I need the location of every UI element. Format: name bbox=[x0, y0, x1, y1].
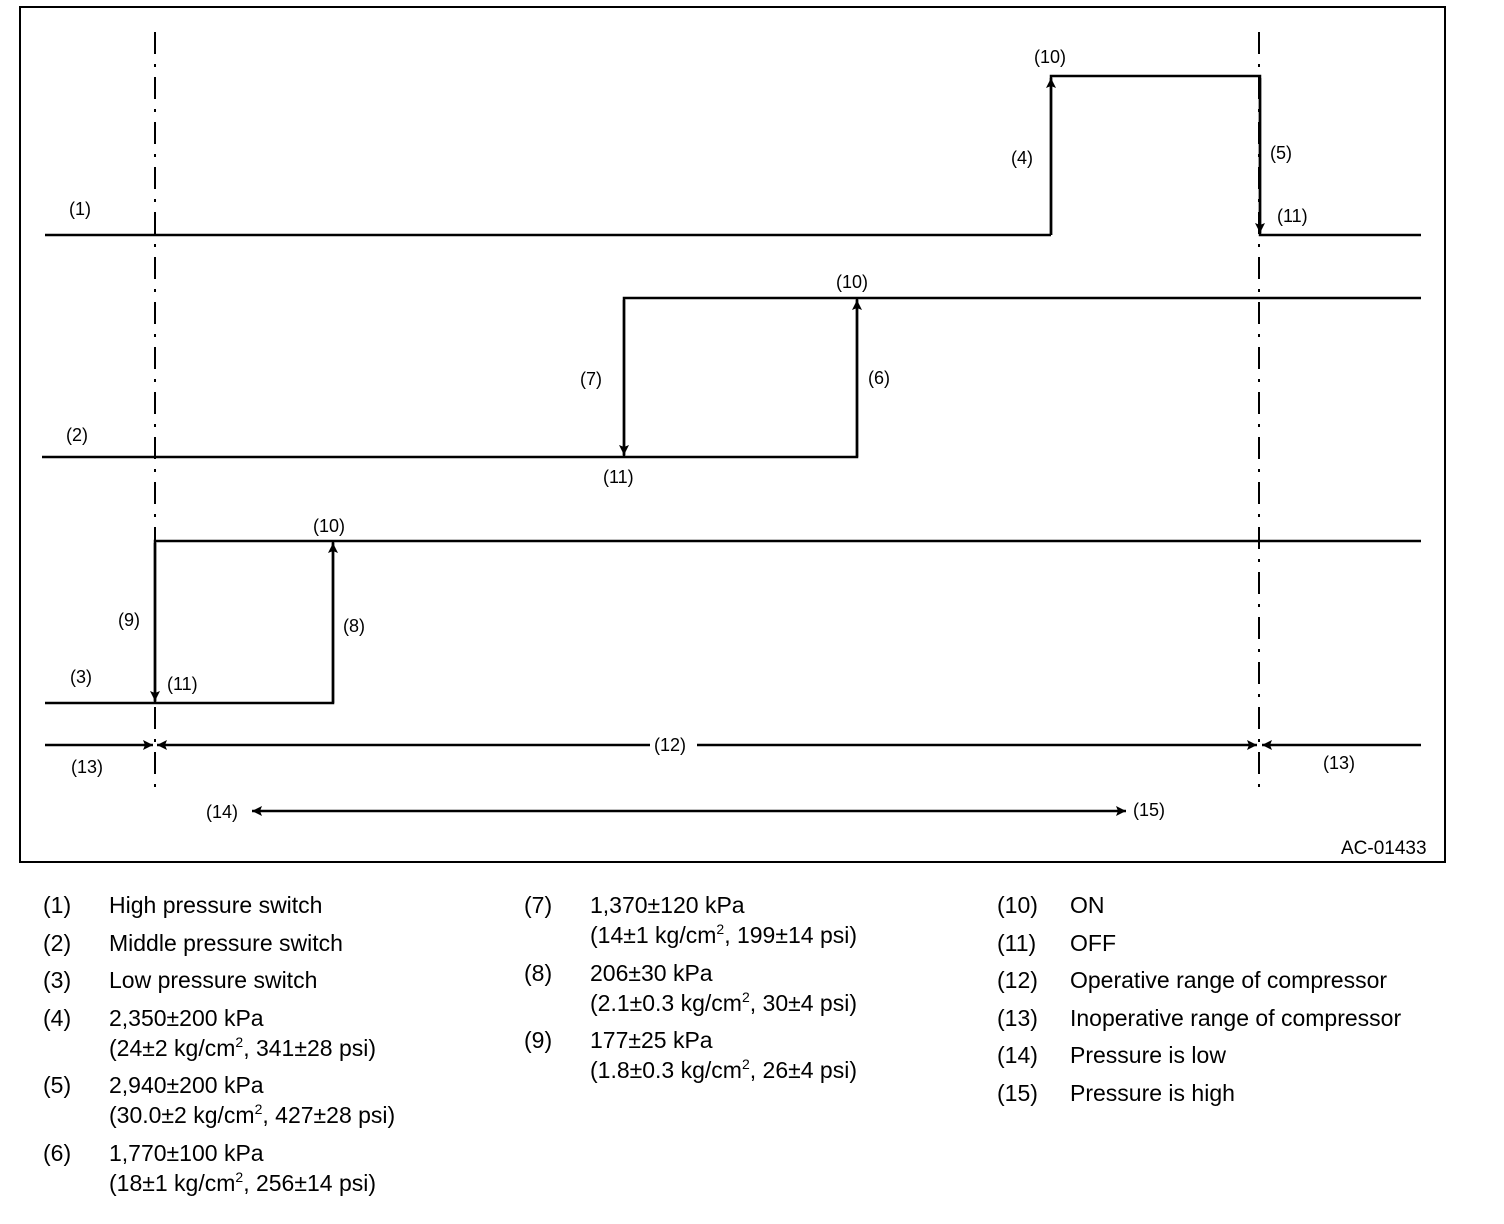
legend-text: OFF bbox=[1070, 929, 1116, 956]
label-15: (15) bbox=[1133, 800, 1165, 820]
legend-number: (13) bbox=[997, 1004, 1038, 1031]
legend-text: Pressure is low bbox=[1070, 1042, 1226, 1068]
legend-item: (3) Low pressure switch bbox=[43, 965, 473, 995]
legend-item: (12) Operative range of compressor bbox=[997, 965, 1477, 995]
label-2: (2) bbox=[66, 425, 88, 445]
legend-pressure-conversion: (30.0±2 kg/cm2, 427±28 psi) bbox=[109, 1101, 396, 1128]
legend-pressure-kpa: 2,350±200 kPa bbox=[109, 1004, 264, 1031]
legend-number: (10) bbox=[997, 892, 1038, 918]
legend-text: Operative range of compressor bbox=[1070, 967, 1388, 993]
figure-code: AC-01433 bbox=[1341, 838, 1427, 859]
label-3: (3) bbox=[70, 667, 92, 687]
legend-item: (8) 206±30 kPa (2.1±0.3 kg/cm2, 30±4 psi… bbox=[524, 958, 964, 1018]
legend-number: (2) bbox=[43, 929, 72, 956]
middle-switch-line bbox=[42, 296, 1421, 459]
label-7: (7) bbox=[580, 369, 602, 389]
legend-item: (10) ON bbox=[997, 890, 1477, 920]
diagram-frame bbox=[19, 6, 1446, 863]
legend-number: (1) bbox=[43, 892, 72, 918]
legend-pressure-conversion: (18±1 kg/cm2, 256±14 psi) bbox=[109, 1168, 376, 1196]
legend-pressure-kpa: 1,770±100 kPa bbox=[109, 1139, 264, 1166]
label-10-middle: (10) bbox=[836, 272, 868, 292]
legend-item: (1) High pressure switch bbox=[43, 890, 473, 920]
legend-number: (8) bbox=[524, 959, 553, 986]
legend-item: (11) OFF bbox=[997, 928, 1477, 958]
legend-text: ON bbox=[1070, 892, 1105, 918]
legend-text: 1,370±120 kPa (14±1 kg/cm2, 199±14 psi) bbox=[590, 890, 964, 950]
label-6: (6) bbox=[868, 368, 890, 388]
label-14: (14) bbox=[206, 802, 238, 822]
legend-item: (5) 2,940±200 kPa (30.0±2 kg/cm2, 427±28… bbox=[43, 1070, 473, 1130]
legend-item: (14) Pressure is low bbox=[997, 1040, 1477, 1070]
legend-text: 177±25 kPa (1.8±0.3 kg/cm2, 26±4 psi) bbox=[590, 1025, 964, 1085]
label-11-low: (11) bbox=[167, 674, 198, 694]
label-13-right: (13) bbox=[1323, 753, 1355, 773]
label-4: (4) bbox=[1011, 148, 1033, 168]
legend-pressure-conversion: (1.8±0.3 kg/cm2, 26±4 psi) bbox=[590, 1056, 857, 1083]
legend-text: High pressure switch bbox=[109, 892, 323, 918]
legend-item: (9) 177±25 kPa (1.8±0.3 kg/cm2, 26±4 psi… bbox=[524, 1025, 964, 1085]
label-5: (5) bbox=[1270, 143, 1292, 163]
legend-number: (3) bbox=[43, 967, 72, 993]
legend-pressure-kpa: 177±25 kPa bbox=[590, 1027, 713, 1053]
legend-item: (6) 1,770±100 kPa (18±1 kg/cm2, 256±14 p… bbox=[43, 1138, 473, 1198]
legend-pressure-kpa: 2,940±200 kPa bbox=[109, 1072, 264, 1098]
legend-item: (15) Pressure is high bbox=[997, 1078, 1477, 1108]
legend-number: (14) bbox=[997, 1042, 1038, 1068]
legend-pressure-conversion: (2.1±0.3 kg/cm2, 30±4 psi) bbox=[590, 988, 857, 1016]
legend-text: 206±30 kPa (2.1±0.3 kg/cm2, 30±4 psi) bbox=[590, 958, 964, 1018]
legend-text: 2,940±200 kPa (30.0±2 kg/cm2, 427±28 psi… bbox=[109, 1070, 473, 1130]
legend-text: Inoperative range of compressor bbox=[1070, 1004, 1402, 1031]
legend-number: (4) bbox=[43, 1004, 72, 1031]
label-8: (8) bbox=[343, 616, 365, 636]
pressure-switch-diagram: (1) (2) (3) (4) (5) (6) (7) (8) (9) (10)… bbox=[19, 6, 1446, 863]
legend-pressure-conversion: (14±1 kg/cm2, 199±14 psi) bbox=[590, 921, 857, 948]
legend-text: 1,770±100 kPa (18±1 kg/cm2, 256±14 psi) bbox=[109, 1138, 473, 1198]
legend-text: Middle pressure switch bbox=[109, 929, 343, 956]
legend-text: 2,350±200 kPa (24±2 kg/cm2, 341±28 psi) bbox=[109, 1003, 473, 1063]
legend-number: (7) bbox=[524, 892, 553, 918]
legend-item: (7) 1,370±120 kPa (14±1 kg/cm2, 199±14 p… bbox=[524, 890, 964, 950]
label-11-high: (11) bbox=[1277, 206, 1308, 226]
legend-text: Pressure is high bbox=[1070, 1079, 1235, 1106]
label-1: (1) bbox=[69, 199, 91, 219]
legend-column-2: (7) 1,370±120 kPa (14±1 kg/cm2, 199±14 p… bbox=[524, 890, 964, 1093]
legend-number: (11) bbox=[997, 929, 1037, 956]
legend-number: (15) bbox=[997, 1079, 1038, 1106]
legend-number: (9) bbox=[524, 1027, 553, 1053]
label-10-high: (10) bbox=[1034, 47, 1066, 67]
low-switch-line bbox=[45, 539, 1421, 705]
legend-item: (4) 2,350±200 kPa (24±2 kg/cm2, 341±28 p… bbox=[43, 1003, 473, 1063]
legend-number: (5) bbox=[43, 1072, 72, 1098]
legend-pressure-conversion: (24±2 kg/cm2, 341±28 psi) bbox=[109, 1033, 376, 1061]
legend-item: (13) Inoperative range of compressor bbox=[997, 1003, 1477, 1033]
label-13-left: (13) bbox=[71, 757, 103, 777]
legend-pressure-kpa: 206±30 kPa bbox=[590, 959, 713, 986]
legend-pressure-kpa: 1,370±120 kPa bbox=[590, 892, 745, 918]
label-9: (9) bbox=[118, 610, 140, 630]
label-12: (12) bbox=[654, 735, 686, 755]
legend-text: Low pressure switch bbox=[109, 967, 318, 993]
high-switch-line bbox=[45, 74, 1421, 237]
label-10-low: (10) bbox=[313, 516, 345, 536]
label-11-middle: (11) bbox=[603, 467, 634, 487]
legend-item: (2) Middle pressure switch bbox=[43, 928, 473, 958]
legend-number: (6) bbox=[43, 1139, 72, 1166]
legend-number: (12) bbox=[997, 967, 1038, 993]
legend-column-3: (10) ON (11) OFF (12) Operative range of… bbox=[997, 890, 1477, 1115]
legend-column-1: (1) High pressure switch (2) Middle pres… bbox=[43, 890, 473, 1205]
